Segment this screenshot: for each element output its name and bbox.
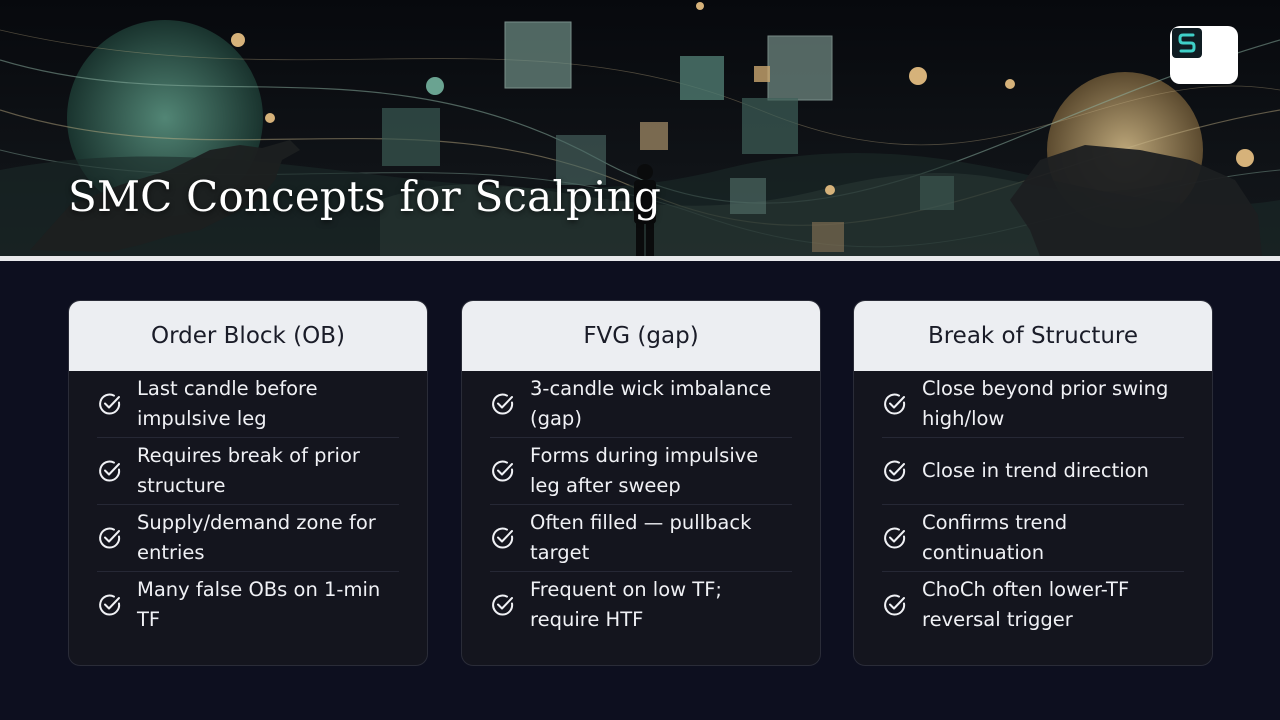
item-text: Confirms trend continuation: [922, 511, 1068, 564]
check-circle-icon: [492, 594, 514, 616]
page-title: SMC Concepts for Scalping: [68, 172, 662, 221]
check-circle-icon: [99, 393, 121, 415]
item-text: Frequent on low TF; require HTF: [530, 578, 723, 631]
check-circle-icon: [492, 393, 514, 415]
item-text: Requires break of prior structure: [137, 444, 360, 497]
item-text: Many false OBs on 1-min TF: [137, 578, 381, 631]
check-circle-icon: [884, 393, 906, 415]
card-title: FVG (gap): [462, 301, 820, 371]
check-circle-icon: [99, 527, 121, 549]
s-logo-icon: [1172, 28, 1202, 58]
header-divider: [0, 256, 1280, 261]
list-item: Often filled — pullback target: [490, 505, 792, 572]
check-circle-icon: [492, 460, 514, 482]
list-item: Requires break of prior structure: [97, 438, 399, 505]
card-item-list: Last candle before impulsive leg Require…: [69, 371, 427, 638]
list-item: Close beyond prior swing high/low: [882, 371, 1184, 438]
item-text: Last candle before impulsive leg: [137, 377, 318, 430]
card-item-list: Close beyond prior swing high/low Close …: [854, 371, 1212, 638]
check-circle-icon: [884, 527, 906, 549]
check-circle-icon: [99, 460, 121, 482]
logo-badge: [1170, 26, 1238, 84]
list-item: Frequent on low TF; require HTF: [490, 572, 792, 638]
card-title: Break of Structure: [854, 301, 1212, 371]
list-item: Supply/demand zone for entries: [97, 505, 399, 572]
check-circle-icon: [99, 594, 121, 616]
card-item-list: 3-candle wick imbalance (gap) Forms duri…: [462, 371, 820, 638]
list-item: ChoCh often lower-TF reversal trigger: [882, 572, 1184, 638]
check-circle-icon: [884, 460, 906, 482]
item-text: Supply/demand zone for entries: [137, 511, 376, 564]
item-text: Close beyond prior swing high/low: [922, 377, 1169, 430]
card-break-of-structure: Break of Structure Close beyond prior sw…: [853, 300, 1213, 666]
card-title: Order Block (OB): [69, 301, 427, 371]
card-fvg: FVG (gap) 3-candle wick imbalance (gap) …: [461, 300, 821, 666]
list-item: Close in trend direction: [882, 438, 1184, 505]
list-item: Many false OBs on 1-min TF: [97, 572, 399, 638]
list-item: Forms during impulsive leg after sweep: [490, 438, 792, 505]
item-text: Close in trend direction: [922, 459, 1149, 482]
hero-banner: SMC Concepts for Scalping: [0, 0, 1280, 256]
item-text: ChoCh often lower-TF reversal trigger: [922, 578, 1130, 631]
check-circle-icon: [884, 594, 906, 616]
list-item: Confirms trend continuation: [882, 505, 1184, 572]
hero-illustration: [0, 0, 1280, 256]
check-circle-icon: [492, 527, 514, 549]
list-item: 3-candle wick imbalance (gap): [490, 371, 792, 438]
item-text: Often filled — pullback target: [530, 511, 752, 564]
item-text: Forms during impulsive leg after sweep: [530, 444, 759, 497]
list-item: Last candle before impulsive leg: [97, 371, 399, 438]
item-text: 3-candle wick imbalance (gap): [530, 377, 772, 430]
card-order-block: Order Block (OB) Last candle before impu…: [68, 300, 428, 666]
